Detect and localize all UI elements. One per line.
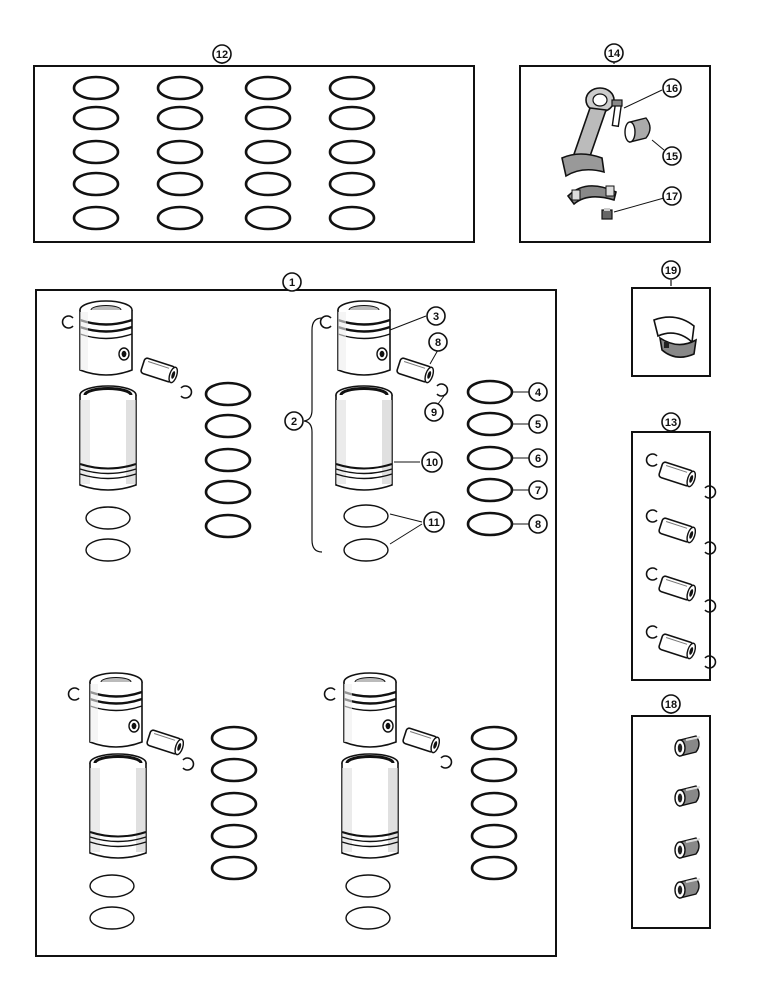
callout-15: 15 — [662, 146, 682, 166]
rod-bushing — [624, 117, 651, 143]
callout-2: 2 — [284, 411, 304, 431]
callout-17-label: 17 — [666, 191, 678, 203]
callout-1: 1 — [282, 272, 302, 292]
ring-grid — [72, 75, 376, 231]
kit-bottom-left — [67, 671, 258, 930]
pin-set-panel: 13 — [631, 412, 717, 681]
pin-set-items — [645, 453, 717, 669]
callout-15-label: 15 — [666, 151, 678, 163]
bearing-shell — [653, 316, 698, 358]
kit-top-left — [61, 299, 252, 562]
callout-2-label: 2 — [291, 416, 297, 428]
callout-4-label: 4 — [535, 387, 542, 399]
kit-bottom-right — [323, 671, 518, 930]
rod-nut — [601, 208, 613, 220]
sleeve-piston-kit-panel: 1 — [35, 272, 557, 957]
connecting-rod — [561, 87, 617, 206]
bushing-set-panel: 18 — [631, 694, 711, 929]
callout-3-label: 3 — [433, 311, 439, 323]
callout-5: 5 — [528, 414, 548, 434]
callout-19-label: 19 — [665, 265, 677, 277]
callout-11-label: 11 — [428, 517, 440, 529]
callout-14: 14 — [604, 43, 624, 63]
callout-11: 11 — [423, 511, 445, 533]
pin-set-panel-border — [631, 431, 711, 681]
callout-8: 8 — [428, 332, 448, 352]
callout-6: 6 — [528, 448, 548, 468]
callout-6-label: 6 — [535, 453, 541, 465]
callout-3: 3 — [426, 306, 446, 326]
callout-7: 7 — [528, 480, 548, 500]
kit-top-right: 2 3 8 9 — [284, 299, 548, 562]
callout-10-label: 10 — [426, 457, 438, 469]
callout-8b: 8 — [528, 514, 548, 534]
callout-9: 9 — [424, 402, 444, 422]
callout-14-label: 14 — [608, 48, 621, 60]
callout-13: 13 — [661, 412, 681, 432]
connecting-rod-panel-border — [519, 65, 711, 243]
ring-set-panel: 12 — [33, 44, 475, 243]
callout-8-label: 8 — [435, 337, 441, 349]
bearing-panel-border — [631, 287, 711, 377]
connecting-rod-panel: 14 16 — [519, 43, 711, 243]
callout-19: 19 — [661, 260, 681, 280]
callout-18: 18 — [661, 694, 681, 714]
callout-9-label: 9 — [431, 407, 437, 419]
callout-12: 12 — [212, 44, 232, 64]
callout-7-label: 7 — [535, 485, 541, 497]
callout-13-label: 13 — [665, 417, 677, 429]
callout-4: 4 — [528, 382, 548, 402]
ring-set-panel-border — [33, 65, 475, 243]
callout-16: 16 — [662, 78, 682, 98]
callout-1-label: 1 — [289, 277, 295, 289]
bearing-panel: 19 — [631, 260, 711, 377]
bushing-set-panel-border — [631, 715, 711, 929]
callout-18-label: 18 — [665, 699, 677, 711]
callout-10: 10 — [421, 451, 443, 473]
callout-8b-label: 8 — [535, 519, 541, 531]
callout-5-label: 5 — [535, 419, 541, 431]
bushing-set-items — [674, 735, 701, 899]
rod-bolt — [611, 99, 623, 128]
callout-16-label: 16 — [666, 83, 678, 95]
callout-17: 17 — [662, 186, 682, 206]
callout-12-label: 12 — [216, 49, 228, 61]
